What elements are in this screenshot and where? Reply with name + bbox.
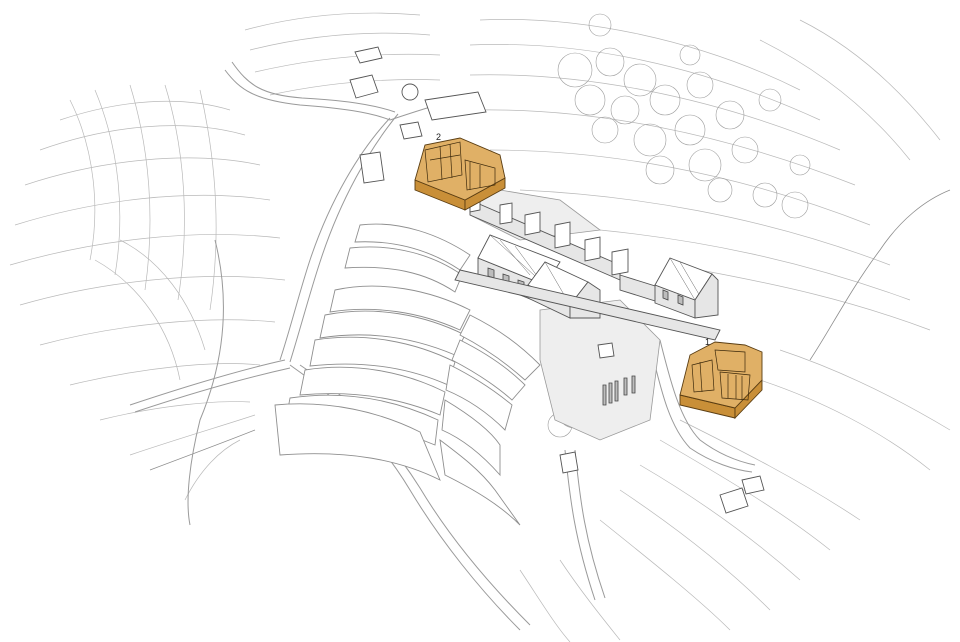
building-2-label: 2 xyxy=(436,132,441,142)
building-2-top xyxy=(414,137,506,201)
terraced-fields xyxy=(274,223,541,526)
orchard-trees xyxy=(547,13,811,438)
building-1-label: 1 xyxy=(705,337,710,347)
highlighted-building-2: 2 xyxy=(414,132,506,211)
outbuildings xyxy=(349,46,765,514)
highlighted-building-1: 1 xyxy=(679,337,763,420)
topographic-contours xyxy=(9,12,951,642)
village-houses xyxy=(454,234,721,341)
